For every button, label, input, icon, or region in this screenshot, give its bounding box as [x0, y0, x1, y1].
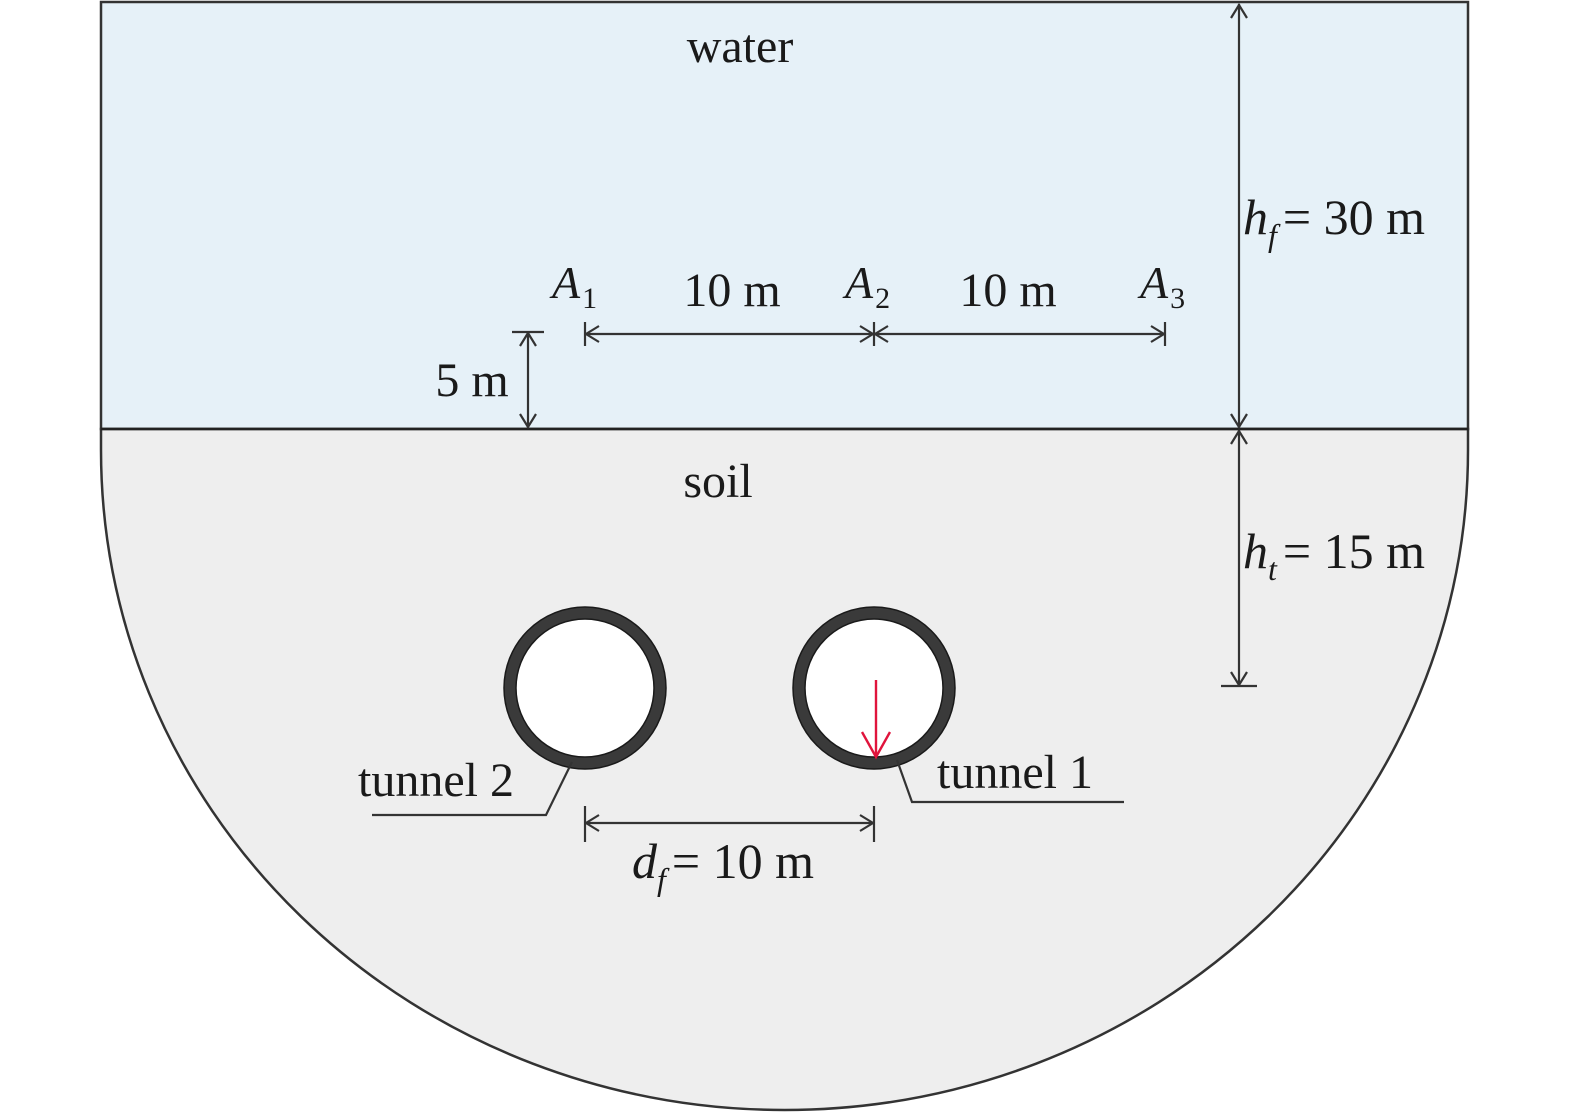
tunnel-spacing-value: = 10 m	[672, 833, 814, 889]
height-dimension-line	[512, 330, 544, 430]
point-a1-letter: A	[549, 257, 581, 308]
load-arrow	[860, 680, 892, 760]
soil-region	[99, 427, 1470, 1112]
point-a3-label: A3	[1137, 257, 1185, 315]
tunnel-1-leader	[895, 759, 1124, 804]
water-region	[99, 0, 1470, 431]
point-a1-sub: 1	[582, 282, 597, 315]
tunnel-depth-label: ht= 15 m	[1243, 523, 1425, 587]
spacing-1-label: 10 m	[683, 264, 780, 317]
point-a2-letter: A	[842, 257, 874, 308]
point-a2-sub: 2	[875, 282, 890, 315]
point-a2-label: A2	[842, 257, 890, 315]
tunnel-spacing-dimension	[583, 806, 876, 842]
tunnel-depth-sub: t	[1268, 551, 1278, 587]
tunnel-spacing-label: df= 10 m	[632, 833, 814, 897]
tunnel-depth-symbol: h	[1243, 523, 1268, 579]
water-depth-value: = 30 m	[1283, 189, 1425, 245]
tunnel-spacing-symbol: d	[632, 833, 658, 889]
tunnel-2	[503, 606, 667, 770]
point-a3-sub: 3	[1170, 282, 1185, 315]
water-depth-symbol: h	[1243, 189, 1268, 245]
tunnel-1	[792, 606, 956, 770]
tunnel-2-leader	[372, 761, 573, 817]
water-depth-dimension	[1230, 2, 1248, 430]
water-label: water	[687, 20, 794, 73]
tunnel-1-label: tunnel 1	[937, 746, 1093, 799]
tunnel-depth-value: = 15 m	[1283, 523, 1425, 579]
tunnel-depth-dimension	[1221, 428, 1257, 688]
point-a3-letter: A	[1137, 257, 1169, 308]
height-label: 5 m	[435, 354, 508, 407]
spacing-2-label: 10 m	[959, 264, 1056, 317]
tunnel-2-label: tunnel 2	[358, 754, 514, 807]
point-a1-label: A1	[549, 257, 597, 315]
soil-label: soil	[683, 455, 752, 508]
spacing-dimension-line	[583, 322, 1167, 346]
